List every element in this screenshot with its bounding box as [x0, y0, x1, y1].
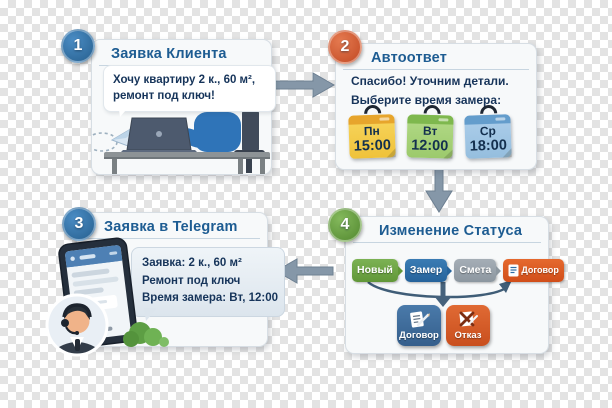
- step-number-badge: 4: [328, 208, 362, 242]
- step-number: 4: [340, 216, 350, 233]
- slot-dash: [495, 117, 506, 121]
- curved-arrow-icon: [367, 281, 508, 299]
- telegram-message-line: Заявка: 2 к., 60 м²: [142, 257, 242, 269]
- telegram-message-bubble: Заявка: 2 к., 60 м² Ремонт под ключ Врем…: [131, 247, 285, 320]
- status-chip-measure: Замер: [404, 259, 453, 282]
- curved-arrowhead-icon: [499, 280, 512, 293]
- client-message-line: ремонт под ключ!: [113, 90, 215, 102]
- slot-dash: [379, 117, 390, 121]
- telegram-message-line: Ремонт под ключ: [142, 274, 241, 287]
- telegram-message-line: Время замера: Вт, 12:00: [142, 292, 279, 304]
- outcome-label: Отказ: [454, 330, 482, 341]
- panel-title: Заявка Клиента: [99, 40, 264, 66]
- status-label: Новый: [357, 264, 393, 276]
- step-number: 2: [340, 38, 350, 55]
- panel-title: Заявка в Telegram: [84, 213, 260, 239]
- status-chip-new: Новый: [352, 259, 403, 282]
- slot-day: Вт: [422, 123, 438, 139]
- step-number-badge: 1: [61, 29, 95, 63]
- outcome-buttons: Договор Отказ: [397, 305, 490, 346]
- step-number: 1: [73, 37, 83, 54]
- rejected-document-icon: [459, 311, 478, 327]
- time-slot-tuesday[interactable]: Вт 12:00: [406, 101, 454, 159]
- panel-title: Автоответ: [343, 44, 529, 70]
- status-chip-estimate: Смета: [454, 259, 502, 282]
- status-chip-contract: Договор: [503, 259, 564, 282]
- arrow-right-icon: [274, 72, 336, 98]
- client-message-line: Хочу квартиру 2 к., 60 м²,: [113, 74, 256, 86]
- time-slot-monday[interactable]: Пн 15:00: [348, 101, 396, 159]
- down-arrowhead-icon: [434, 296, 452, 307]
- down-arrow-shaft: [440, 282, 446, 297]
- panel-title: Изменение Статуса: [353, 217, 541, 243]
- outcome-label: Договор: [399, 330, 439, 341]
- step-number-badge: 3: [62, 207, 96, 241]
- signed-document-icon: [410, 311, 430, 328]
- outcome-decline-button[interactable]: Отказ: [446, 305, 490, 346]
- time-slot-row: Пн 15:00 Вт 12:00 Ср 18:00: [348, 101, 512, 159]
- status-label: Смета: [459, 264, 492, 276]
- step-number: 3: [74, 215, 84, 232]
- step-panel-status-change: Изменение Статуса Новый Замер Смета Дого…: [345, 216, 564, 354]
- dotted-trail-icon: [92, 132, 118, 152]
- step-panel-client-request: Заявка Клиента Хочу квартиру 2 к., 60 м²…: [91, 39, 276, 175]
- time-slot-wednesday[interactable]: Ср 18:00: [464, 101, 512, 159]
- auto-reply-prompt: Выберите время замера:: [351, 93, 502, 107]
- arrow-down-icon: [425, 166, 453, 213]
- status-label: Замер: [409, 264, 443, 276]
- client-message-bubble: Хочу квартиру 2 к., 60 м², ремонт под кл…: [103, 65, 276, 117]
- status-label: Договор: [521, 265, 559, 275]
- auto-reply-intro: Спасибо! Уточним детали.: [351, 74, 509, 88]
- status-pipeline: Новый Замер Смета Договор: [352, 259, 564, 282]
- person-at-laptop-illustration: [92, 90, 270, 174]
- step-panel-telegram: Заявка в Telegram Заявка: 2 к., 60 м² Ре…: [76, 212, 285, 347]
- slot-time: 15:00: [353, 137, 392, 155]
- desk-illustration: [104, 152, 270, 174]
- outcome-contract-button[interactable]: Договор: [397, 305, 441, 346]
- step-panel-auto-reply: Автоответ Спасибо! Уточним детали. Выбер…: [335, 43, 537, 170]
- slot-time: 18:00: [469, 137, 508, 155]
- slot-time: 12:00: [411, 137, 449, 155]
- slot-dash: [438, 118, 449, 122]
- step-number-badge: 2: [328, 30, 362, 64]
- flow-arrows: [367, 280, 512, 307]
- document-icon: [508, 264, 519, 277]
